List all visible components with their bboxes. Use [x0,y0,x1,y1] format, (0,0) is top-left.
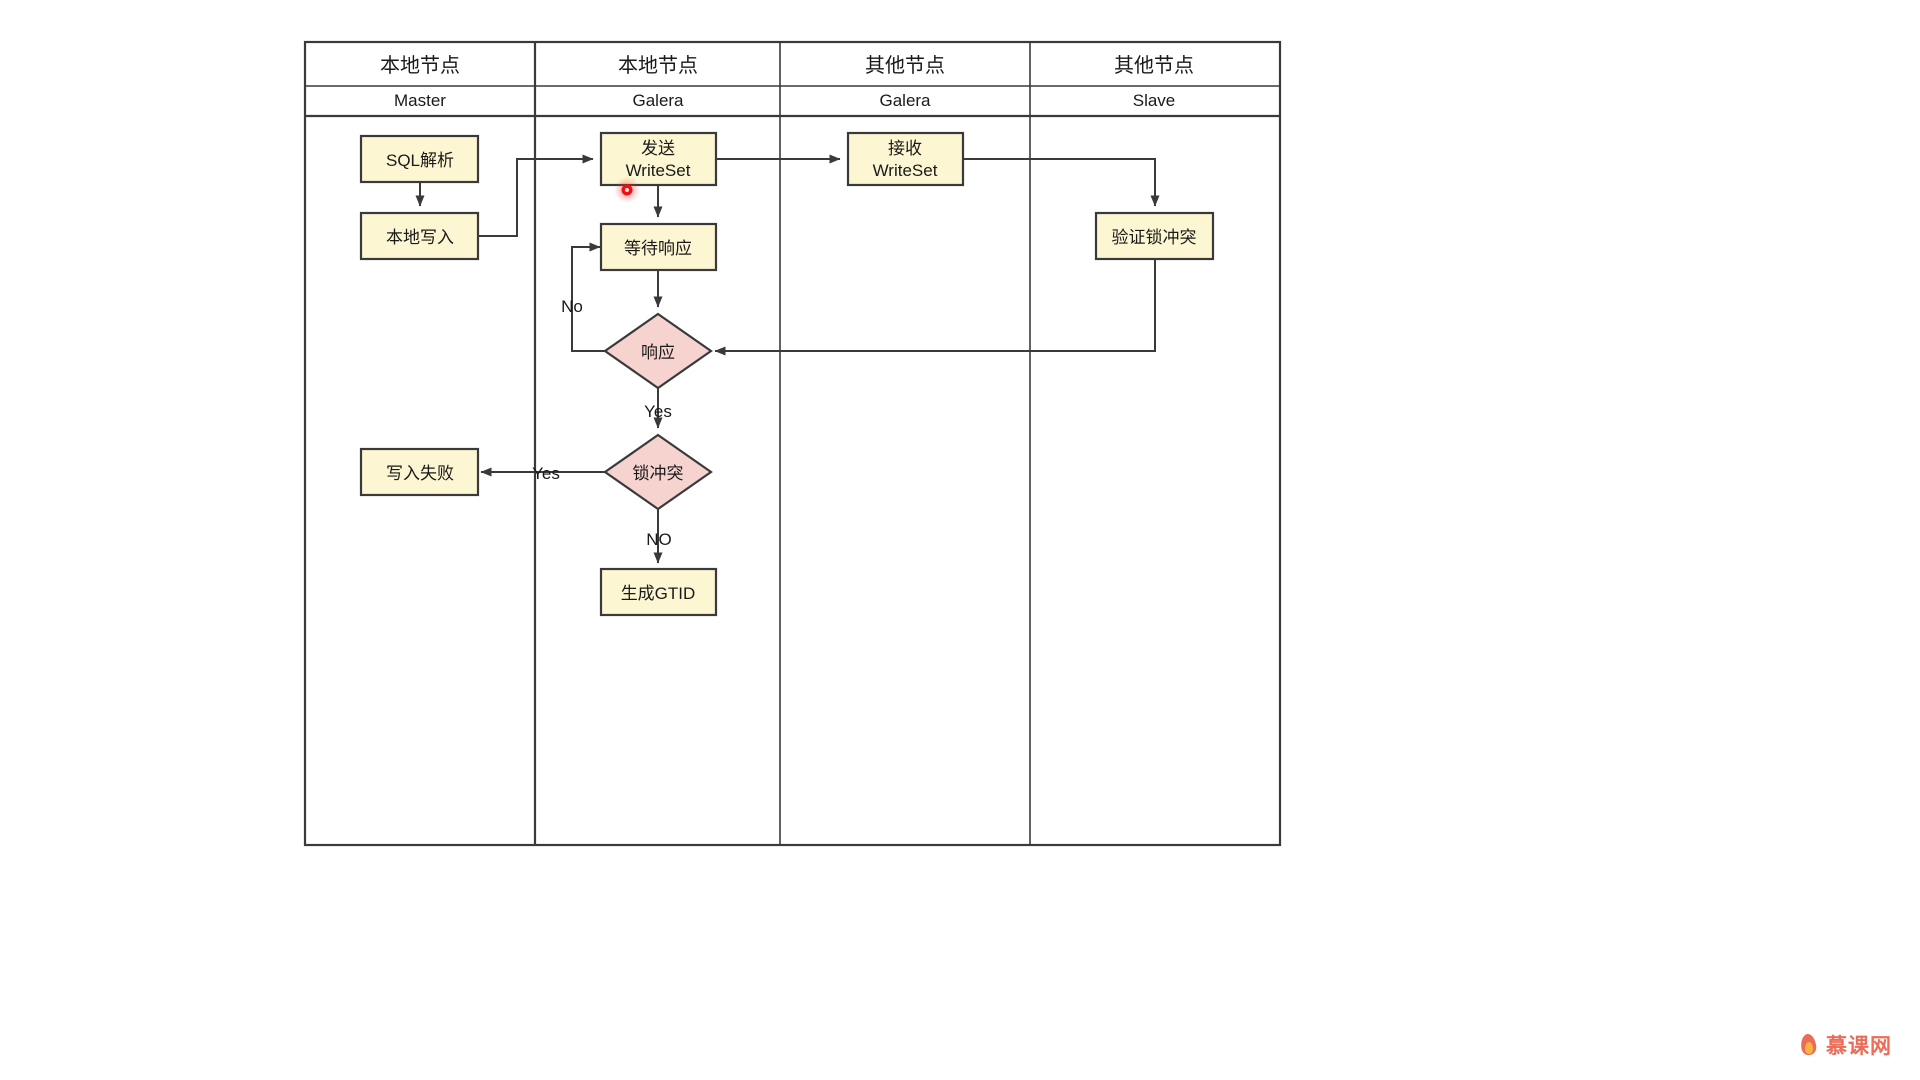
lane-title-galera-other: 其他节点 [865,54,945,77]
node-lock-conflict-decision[interactable]: 锁冲突 [603,433,713,511]
node-local-write[interactable]: 本地写入 [359,211,480,261]
node-sql-parse-shape[interactable] [359,134,480,184]
node-verify-lock-label: 验证锁冲突 [1112,228,1197,247]
edge-response-no-loop [571,242,605,352]
node-response-decision[interactable]: 响应 [603,312,713,390]
edge-label-lock-no: NO [646,530,672,549]
node-lock-conflict-decision-shape[interactable] [603,433,713,511]
node-recv-writeset[interactable]: 接收 WriteSet [846,131,965,187]
node-gen-gtid-label: 生成GTID [621,584,696,603]
node-send-writeset-label-line1: 发送 [641,139,675,158]
node-local-write-label: 本地写入 [386,228,454,247]
node-response-decision-label: 响应 [641,343,675,362]
lane-title-galera-local: 本地节点 [618,54,698,77]
edge-label-lock-yes: Yes [532,464,560,483]
node-recv-writeset-label-line1: 接收 [888,139,922,158]
node-send-writeset-shape[interactable] [599,131,718,187]
node-local-write-shape[interactable] [359,211,480,261]
node-send-writeset[interactable]: 发送 WriteSet [599,131,718,187]
node-wait-response[interactable]: 等待响应 [599,222,718,272]
node-write-fail-label: 写入失败 [386,464,454,483]
node-write-fail-shape[interactable] [359,447,480,497]
node-wait-response-shape[interactable] [599,222,718,272]
edge-local-write-to-send-writeset [478,154,594,237]
node-sql-parse[interactable]: SQL解析 [359,134,480,184]
lane-subtitle-master: Master [394,91,446,110]
lane-title-master: 本地节点 [380,54,460,77]
watermark: 慕课网 [1798,1030,1892,1060]
node-wait-response-label: 等待响应 [624,239,692,258]
lane-title-slave: 其他节点 [1114,54,1194,77]
node-lock-conflict-decision-label: 锁冲突 [633,464,684,483]
flame-icon [1798,1033,1820,1057]
edge-recv-writeset-to-verify-lock [963,158,1160,207]
node-verify-lock[interactable]: 验证锁冲突 [1094,211,1215,261]
edge-label-response-no: No [561,297,583,316]
mouse-cursor-center [625,188,629,192]
node-recv-writeset-label-line2: WriteSet [873,161,938,180]
lane-subtitle-galera-local: Galera [632,91,684,110]
node-send-writeset-label-line2: WriteSet [626,161,691,180]
watermark-text: 慕课网 [1826,1035,1892,1058]
node-recv-writeset-shape[interactable] [846,131,965,187]
edge-label-response-yes: Yes [644,402,672,421]
mouse-cursor-indicator [614,177,640,203]
lane-subtitle-slave: Slave [1133,91,1176,110]
node-gen-gtid-shape[interactable] [599,567,718,617]
node-write-fail[interactable]: 写入失败 [359,447,480,497]
node-verify-lock-shape[interactable] [1094,211,1215,261]
lane-subtitle-galera-other: Galera [879,91,931,110]
node-gen-gtid[interactable]: 生成GTID [599,567,718,617]
node-sql-parse-label: SQL解析 [386,151,454,170]
edge-verify-lock-to-response [714,259,1156,356]
node-response-decision-shape[interactable] [603,312,713,390]
